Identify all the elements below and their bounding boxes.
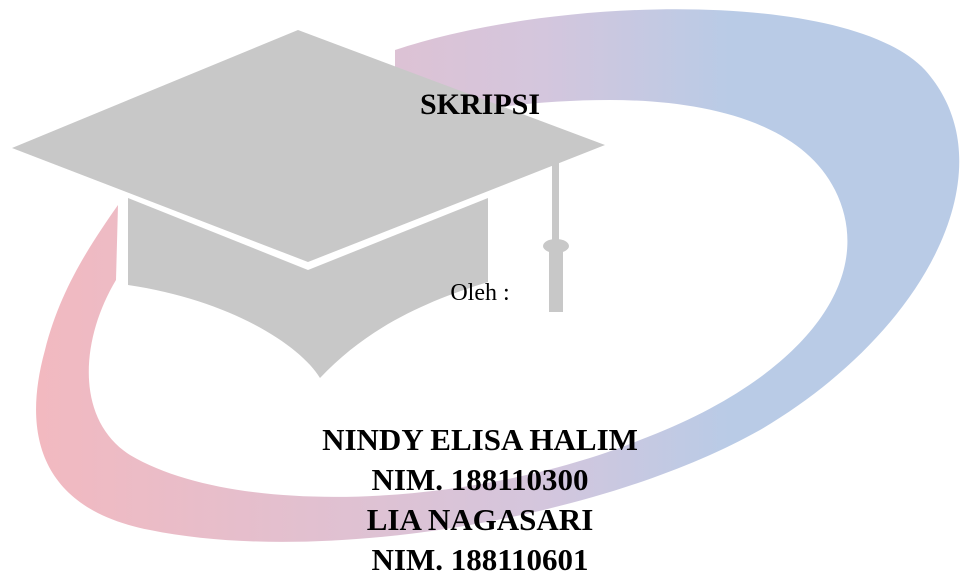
swoosh-ring	[36, 9, 960, 542]
author-name: NINDY ELISA HALIM	[322, 422, 638, 457]
author-nim: NIM. 188110300	[371, 462, 589, 497]
author-list: NINDY ELISA HALIM NIM. 188110300 LIA NAG…	[280, 420, 680, 580]
cap-crown	[128, 198, 488, 378]
document-title: SKRIPSI	[419, 88, 541, 121]
author-nim: NIM. 188110601	[371, 542, 589, 577]
graduation-cap-icon	[12, 30, 605, 378]
tassel-cord	[552, 150, 559, 245]
tassel-fringe	[549, 250, 563, 312]
cap-board	[12, 30, 605, 262]
by-label: Oleh :	[450, 280, 510, 306]
author-name: LIA NAGASARI	[366, 502, 594, 537]
tassel-knot	[543, 239, 569, 253]
